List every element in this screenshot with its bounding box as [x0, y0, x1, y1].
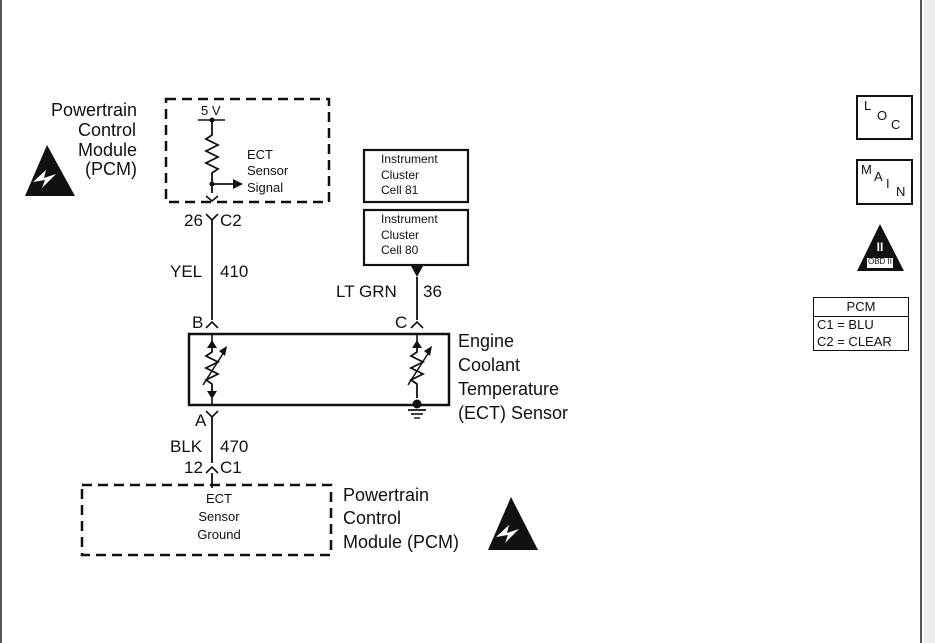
right-thermistor [408, 348, 426, 398]
pcm-bottom-title-line: Module (PCM) [343, 531, 460, 552]
signal-label-line: Signal [247, 179, 284, 195]
terminal-a-connector [205, 410, 219, 419]
left-thermistor-arrow-down [207, 391, 217, 399]
signal-arrow-head [233, 179, 243, 189]
cluster-label-line: Instrument [381, 212, 438, 226]
c2-connector-symbol [205, 213, 219, 222]
pcm-top-title-line: Powertrain [51, 100, 138, 120]
right-thermistor-variable-line [407, 351, 430, 386]
ground-label-line: Ground [197, 527, 241, 543]
five-volt-label: 5 V [201, 103, 221, 118]
ect-sensor-name: Engine Coolant Temperature (ECT) Sensor [458, 330, 568, 426]
terminal-c-connector [410, 320, 424, 329]
pcm-top-dashed-box [164, 97, 331, 204]
sensor-name-line: Temperature [458, 378, 560, 399]
loc-letter-o: O [877, 108, 888, 123]
sensor-name-line: Engine [458, 331, 515, 351]
cluster-label-line: Cluster [381, 227, 420, 242]
lt-grn-wire-circuit: 36 [423, 282, 442, 301]
pcm-bottom-title: Powertrain Control Module (PCM) [343, 484, 459, 554]
right-scroll-gutter [924, 0, 935, 643]
left-thermistor [203, 348, 221, 392]
signal-label-line: ECT [247, 147, 273, 162]
loc-letter-l: L [864, 98, 872, 113]
sensor-name-line: Coolant [458, 354, 521, 375]
esd-warning-icon-top [25, 145, 75, 196]
cluster-cell-81-label: Instrument Cluster Cell 81 [381, 152, 438, 199]
pcm-top-title-line: Control [78, 119, 137, 140]
cluster-label-line: Cell 81 [381, 183, 419, 198]
ground-label-line: Sensor [198, 509, 240, 525]
pcm-bottom-pin-number: 12 [184, 458, 203, 477]
left-thermistor-arrow-up [207, 340, 217, 348]
pcm-top-pin-chevron [205, 195, 219, 203]
lt-grn-wire-color: LT GRN [336, 282, 397, 301]
pcm-bottom-title-line: Powertrain [343, 485, 430, 505]
cluster-cell-80-box [362, 208, 470, 267]
pcm-bottom-connector-id: C1 [220, 458, 242, 477]
left-thermistor-variable-head [219, 346, 227, 356]
pcm-top-title-line: (PCM) [85, 159, 138, 180]
left-thermistor-variable-line [202, 351, 225, 386]
terminal-b-label: B [192, 313, 204, 332]
cluster-label-line: Instrument [381, 152, 438, 166]
main-letter-n: N [896, 184, 906, 199]
yel-wire-circuit: 410 [220, 262, 249, 281]
pcm-top-connector-id: C2 [220, 211, 242, 230]
esd-warning-icon-bottom [488, 497, 538, 550]
ground-label-line: ECT [206, 491, 232, 506]
terminal-a-label: A [195, 411, 207, 430]
loc-letter-c: C [891, 117, 901, 132]
cluster-label-line: Cluster [381, 167, 420, 182]
pcm-legend-row: C1 = BLU [817, 317, 874, 333]
sensor-name-line: (ECT) Sensor [458, 402, 569, 423]
blk-wire-color: BLK [170, 437, 203, 456]
terminal-c-label: C [395, 313, 408, 332]
pcm-top-title-line: Module [78, 139, 138, 160]
main-letter-m: M [861, 162, 872, 177]
pcm-connector-legend: PCM C1 = BLU C2 = CLEAR [813, 297, 909, 351]
obd-ii-text: OBD II [867, 257, 892, 266]
case-ground-node [412, 399, 422, 409]
cluster-label-line: Cell 80 [381, 243, 419, 258]
pcm-bottom-title-line: Control [343, 508, 402, 529]
right-thermistor-variable-head [424, 346, 432, 356]
pcm-legend-row: C2 = CLEAR [817, 333, 892, 349]
pcm-top-title: Powertrain Control Module (PCM) [51, 100, 138, 180]
main-letter-i: I [886, 176, 890, 191]
pull-up-resistor [203, 120, 221, 193]
ect-sensor-housing [187, 332, 451, 407]
c1-connector-symbol [205, 465, 219, 474]
yel-wire-color: YEL [170, 262, 203, 281]
pcm-top-pin-number: 26 [184, 211, 203, 230]
cluster-cell-81-box [362, 148, 470, 204]
right-thermistor-arrow-up [412, 340, 422, 348]
ect-sensor-signal-label: ECT Sensor Signal [247, 147, 288, 196]
ect-sensor-ground-label: ECT Sensor Ground [180, 490, 258, 545]
cluster-cell-80-label: Instrument Cluster Cell 80 [381, 212, 438, 259]
obd-roman-numeral: II [876, 240, 884, 254]
cluster-output-arrow [411, 266, 423, 277]
terminal-b-connector [205, 320, 219, 329]
pcm-legend-header: PCM [814, 298, 908, 318]
loc-badge: L O C [856, 95, 913, 140]
signal-label-line: Sensor [247, 163, 289, 179]
blk-wire-circuit: 470 [220, 437, 249, 456]
main-badge: M A I N [856, 159, 913, 205]
obd-ii-warning-icon [857, 224, 904, 271]
main-letter-a: A [874, 169, 883, 184]
